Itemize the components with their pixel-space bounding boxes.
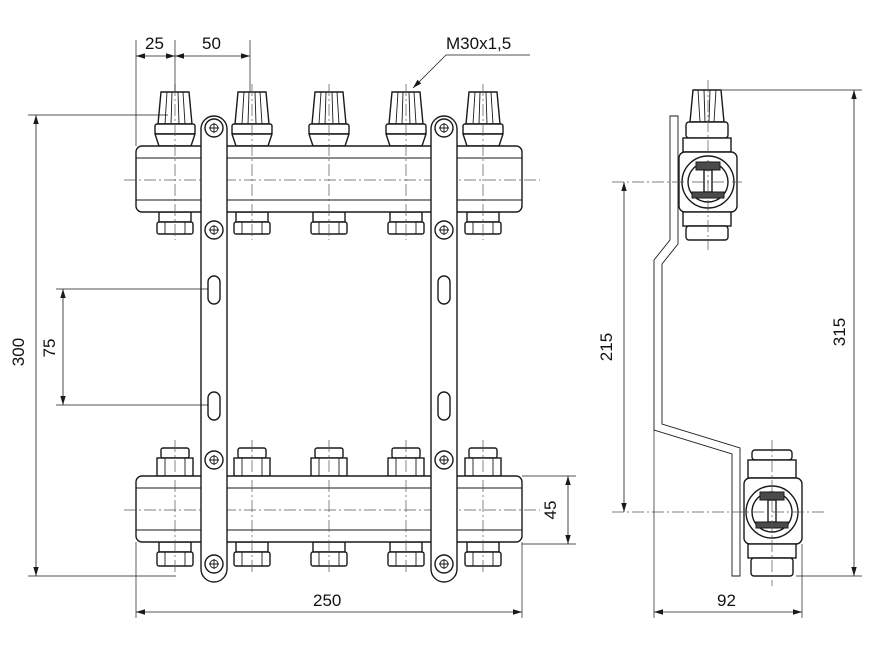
screw-icon bbox=[434, 220, 454, 240]
total-height-dimension-315: 315 bbox=[722, 89, 862, 577]
dim-215-label: 215 bbox=[597, 333, 616, 361]
side-top-valve bbox=[678, 89, 738, 241]
dim-25-label: 25 bbox=[145, 34, 164, 53]
screw-icon bbox=[434, 118, 454, 138]
center-distance-dimension-215: 215 bbox=[597, 182, 627, 512]
dim-92-label: 92 bbox=[717, 591, 736, 610]
thread-callout: M30x1,5 bbox=[412, 34, 530, 89]
height-dimension-300: 300 bbox=[9, 114, 176, 577]
dim-250-label: 250 bbox=[313, 591, 341, 610]
screw-icon bbox=[204, 450, 224, 470]
outlet-centerlines bbox=[174, 84, 484, 574]
side-bottom-valve bbox=[743, 449, 803, 577]
side-bracket-profile bbox=[653, 115, 741, 577]
screw-icon bbox=[204, 220, 224, 240]
left-mounting-bracket bbox=[200, 115, 228, 583]
screw-icon bbox=[434, 450, 454, 470]
bar-height-dimension-45: 45 bbox=[522, 475, 576, 545]
dim-300-label: 300 bbox=[9, 338, 28, 366]
front-view: 25 50 M30x1,5 300 75 250 bbox=[9, 34, 576, 618]
dim-50-label: 50 bbox=[202, 34, 221, 53]
dim-45-label: 45 bbox=[541, 501, 560, 520]
right-mounting-bracket bbox=[430, 115, 458, 583]
width-dimension-250: 250 bbox=[135, 542, 523, 618]
screw-icon bbox=[204, 118, 224, 138]
return-fitting bbox=[310, 447, 348, 477]
dim-315-label: 315 bbox=[830, 318, 849, 346]
thread-label: M30x1,5 bbox=[446, 34, 511, 53]
depth-dimension-92: 92 bbox=[653, 430, 803, 618]
screw-icon bbox=[434, 554, 454, 574]
dim-75-label: 75 bbox=[40, 339, 59, 358]
side-view: 215 315 92 bbox=[597, 80, 862, 618]
slot-dimension-75: 75 bbox=[40, 288, 208, 406]
screw-icon bbox=[204, 554, 224, 574]
pitch-dimensions: 25 50 bbox=[135, 34, 251, 146]
bracket-screws bbox=[204, 118, 454, 574]
